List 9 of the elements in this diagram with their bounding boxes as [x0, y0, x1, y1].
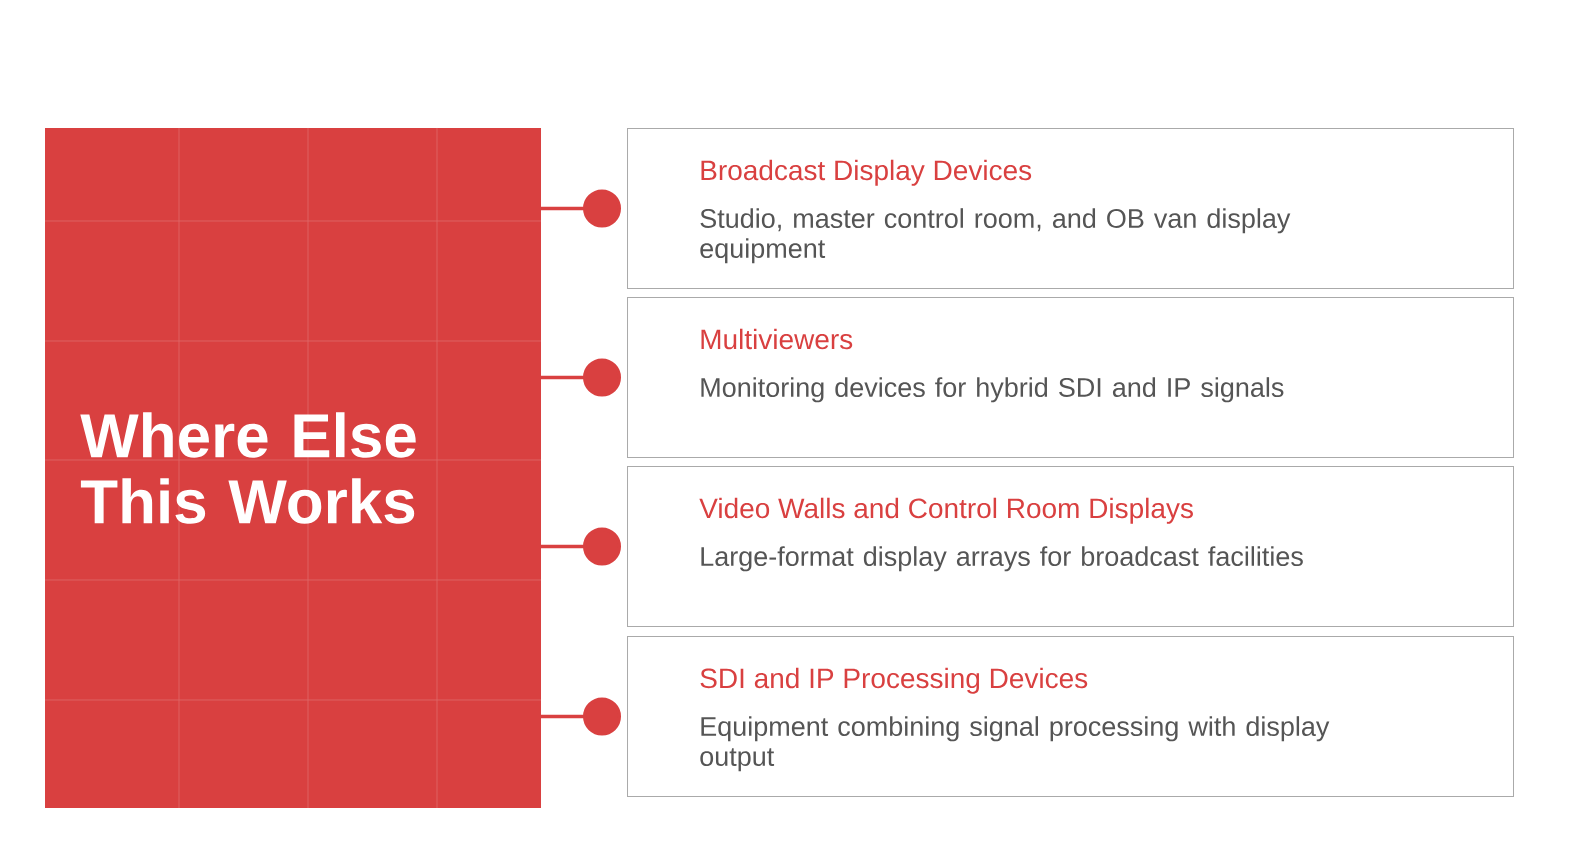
- item-box: SDI and IP Processing Devices Equipment combining signal processing with display output: [627, 636, 1514, 797]
- connector: [541, 358, 621, 397]
- item-box: Video Walls and Control Room Displays Large-format display arrays for broadcast facilities: [627, 466, 1514, 627]
- item-box: Broadcast Display Devices Studio, master control room, and OB van display equipment: [627, 128, 1514, 289]
- item-box: Multiviewers Monitoring devices for hybrid SDI and IP signals: [627, 297, 1514, 458]
- title-panel: Where Else This Works: [44, 127, 542, 809]
- connector: [541, 189, 621, 228]
- connector: [541, 697, 621, 736]
- connector: [541, 527, 621, 566]
